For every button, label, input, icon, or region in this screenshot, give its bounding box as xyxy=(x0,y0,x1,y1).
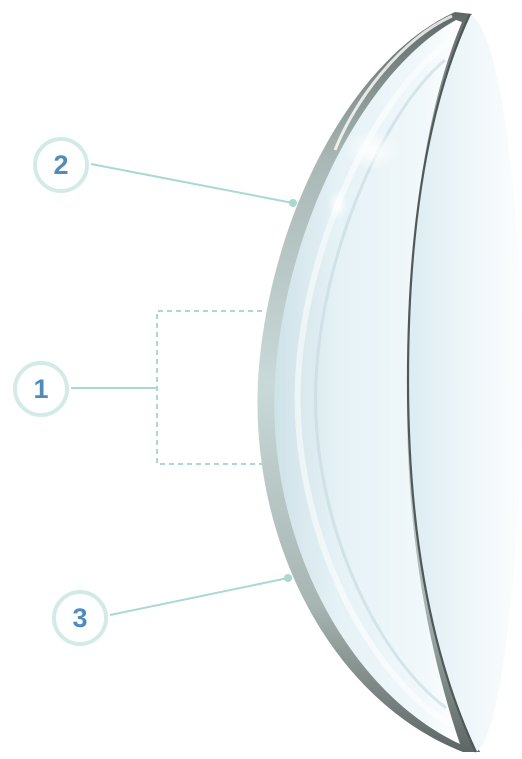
callout-badge-3: 3 xyxy=(52,590,108,646)
callout-number-3: 3 xyxy=(72,605,87,632)
callout-badge-2: 2 xyxy=(33,137,89,193)
leader-dot-2 xyxy=(289,199,297,207)
lens-glare-small xyxy=(328,189,348,221)
leader-dot-3 xyxy=(284,574,292,582)
callout-number-1: 1 xyxy=(33,376,48,403)
leader-line-2 xyxy=(91,164,293,203)
callout-number-2: 2 xyxy=(53,152,68,179)
leader-line-3 xyxy=(110,578,288,615)
bracket-1 xyxy=(157,311,262,464)
callout-badge-1: 1 xyxy=(13,361,69,417)
lens-glare xyxy=(344,130,400,170)
